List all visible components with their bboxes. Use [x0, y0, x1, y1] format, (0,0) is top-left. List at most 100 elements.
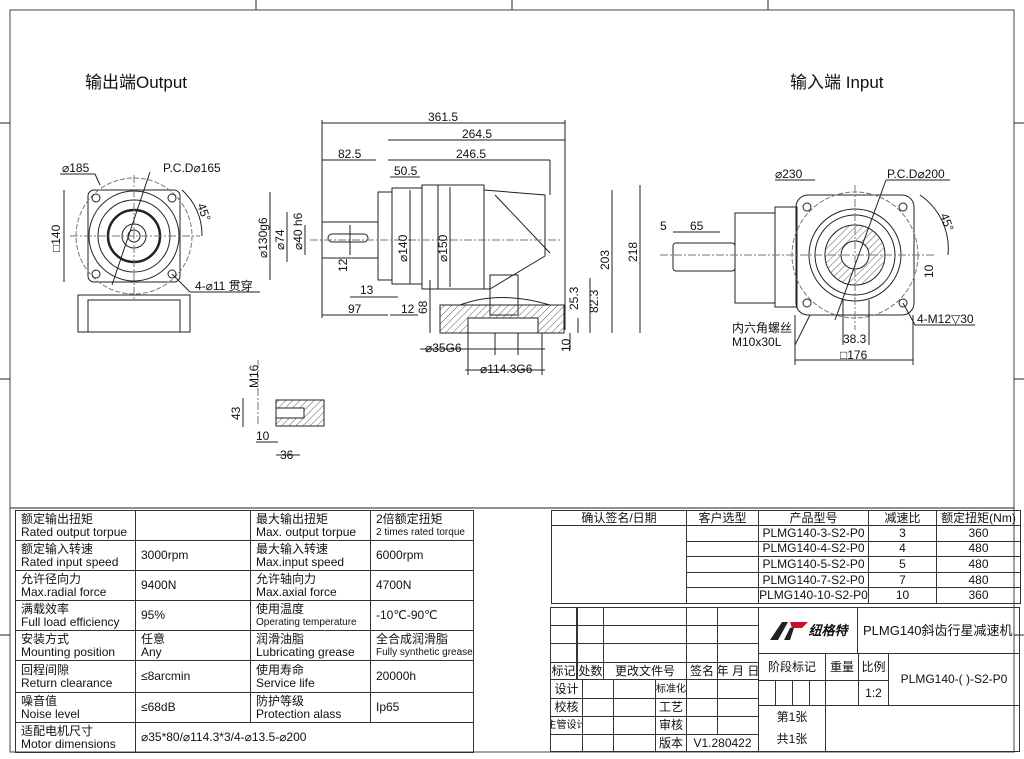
tb-cell — [825, 680, 859, 706]
customer-select-cell — [686, 556, 759, 573]
tb-cell — [577, 643, 604, 663]
dim-d150: ⌀150 — [436, 234, 450, 262]
dim-d140: ⌀140 — [396, 234, 410, 262]
tb-change-doc: 更改文件号 — [603, 662, 687, 680]
spec-value: 3000rpm — [135, 540, 251, 571]
spec-label-text: 使用寿命 — [256, 662, 305, 677]
tb-cell — [686, 607, 718, 626]
dim-key12: 12 — [336, 258, 350, 272]
tb-cell — [550, 625, 577, 644]
tb-cell — [577, 607, 604, 626]
rated-torque: 480 — [936, 556, 1021, 573]
model-number: PLMG140-3-S2-P0 — [758, 525, 869, 542]
tb-cell — [550, 607, 577, 626]
spec-label-text: 允许轴向力 — [256, 571, 317, 586]
tb-craft: 工艺 — [655, 698, 687, 717]
dim-pcd200: P.C.D⌀200 — [887, 167, 945, 181]
dim-12: 12 — [401, 302, 415, 316]
dim-d185: ⌀185 — [62, 161, 90, 175]
spec-value: 6000rpm — [370, 540, 474, 571]
tb-cell — [603, 625, 687, 644]
tb-cell — [550, 734, 583, 752]
tb-version-label: 版本 — [655, 734, 687, 752]
dim-d230: ⌀230 — [775, 167, 803, 181]
dim-d130: ⌀130g6 — [256, 217, 270, 258]
tb-cell — [582, 679, 614, 699]
spec-label-text: Service life — [256, 675, 315, 690]
dim-38-3: 38.3 — [843, 332, 867, 346]
dim-angle45-input: 45° — [937, 211, 956, 233]
spec-value: Ip65 — [370, 692, 474, 723]
dim-43: 43 — [229, 406, 243, 420]
tb-cell — [717, 716, 759, 735]
spec-value-text: -10℃-90℃ — [376, 608, 438, 622]
spec-label-text: 使用温度 — [256, 601, 305, 616]
tb-date: 年 月 日 — [717, 662, 759, 680]
ratio: 7 — [868, 571, 937, 589]
spec-value-text: Fully synthetic grease — [376, 646, 473, 658]
spec-label-text: 最大输入转速 — [256, 541, 329, 556]
tb-mark: 标记 — [550, 662, 577, 680]
logo-text: 纽格特 — [808, 623, 848, 638]
tb-cell — [582, 716, 614, 735]
spec-label-text: Operating temperature — [256, 616, 357, 628]
spec-value-text: 4700N — [376, 578, 412, 592]
spec-value-text: 2倍额定扭矩 — [376, 511, 443, 526]
input-end-view: ⌀230 P.C.D⌀200 45° 5 65 内六角螺丝 M10x30L 38… — [660, 167, 975, 365]
ratio: 10 — [868, 587, 937, 604]
dim-d74: ⌀74 — [273, 229, 287, 250]
output-view-title: 输出端Output — [85, 73, 187, 92]
rated-torque: 360 — [936, 587, 1021, 604]
spec-value-text: 6000rpm — [376, 548, 424, 562]
motor-dimensions-label-text: Motor dimensions — [21, 736, 116, 751]
product-title: PLMG140斜齿行星减速机 — [857, 607, 1020, 654]
tb-cell — [582, 698, 614, 717]
dim-angle45: 45° — [194, 201, 213, 223]
tb-sign: 签名 — [686, 662, 718, 680]
spec-value-text: ≤68dB — [141, 700, 176, 714]
dim-13: 13 — [360, 283, 374, 297]
spec-label-text: Full load efficiency — [21, 614, 120, 629]
tb-cell — [775, 680, 793, 706]
model-header: 产品型号 — [758, 510, 869, 526]
drawing-number: PLMG140-( )-S2-P0 — [888, 653, 1020, 706]
tb-cell — [603, 643, 687, 663]
screw-label-cn: 内六角螺丝 — [732, 321, 792, 335]
dim-thread: 4-M12▽30 — [917, 312, 974, 326]
tb-cell — [717, 698, 759, 717]
dim-d114: ⌀114.3G6 — [480, 362, 533, 376]
spec-label-text: 防护等级 — [256, 693, 305, 708]
dim-d35: ⌀35G6 — [425, 341, 462, 355]
spec-value-text: ≤8arcmin — [141, 669, 191, 683]
spec-value: ≤8arcmin — [135, 660, 251, 693]
spec-label-text: Max.input speed — [256, 554, 345, 569]
model-number: PLMG140-5-S2-P0 — [758, 556, 869, 573]
signature-cell — [551, 525, 687, 604]
spec-value-text: 3000rpm — [141, 548, 189, 562]
tb-weight: 重量 — [825, 653, 859, 681]
customer-select-cell — [686, 571, 759, 589]
motor-dimensions-value-text: ⌀35*80/⌀114.3*3/4-⌀13.5-⌀200 — [141, 730, 307, 744]
dim-264-5: 264.5 — [462, 127, 492, 141]
tb-cell — [577, 625, 604, 644]
model-header: 减速比 — [868, 510, 937, 526]
tb-stage: 阶段标记 — [758, 653, 826, 681]
dim-36: 36 — [280, 448, 294, 462]
dim-10-detail: 10 — [256, 429, 270, 443]
spec-value: 4700N — [370, 570, 474, 601]
dim-65: 65 — [690, 219, 704, 233]
spec-value-text: 任意 Any — [141, 631, 166, 659]
dim-10-input: 10 — [922, 264, 936, 278]
dim-10: 10 — [559, 338, 573, 352]
dim-d40: ⌀40 h6 — [291, 212, 305, 250]
tb-cell — [792, 680, 810, 706]
tb-cell — [550, 643, 577, 663]
